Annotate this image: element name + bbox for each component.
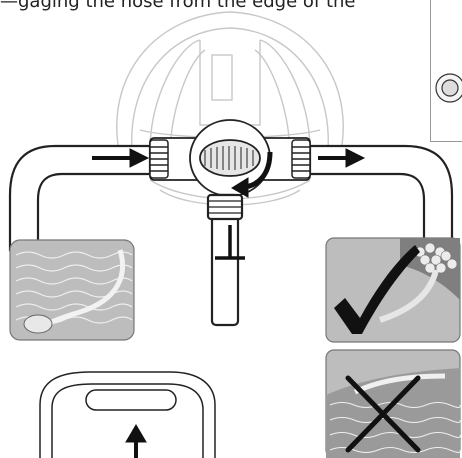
left-hose-pipe <box>8 144 152 252</box>
cleaner-body-ghost <box>116 11 344 206</box>
panel-hose-in-water <box>9 239 135 341</box>
inset-part-icon <box>435 73 462 103</box>
swivel-connector <box>149 119 311 197</box>
checkmark-icon <box>334 245 420 334</box>
handle-with-up-arrow <box>39 371 216 458</box>
panel-correct-checkmark <box>325 237 461 343</box>
left-ribbed-coupling <box>149 139 169 179</box>
x-icon <box>345 375 421 453</box>
top-caption-text: —gaging the hose from the edge of the <box>0 0 356 12</box>
panel-incorrect-x <box>325 349 461 458</box>
right-hose-pipe <box>308 144 454 252</box>
up-arrow-icon <box>125 424 147 458</box>
right-ribbed-coupling <box>291 139 311 179</box>
bottom-hose-pipe <box>206 193 244 327</box>
rotate-arrow-icon <box>231 151 273 198</box>
arrow-into-left-coupling-icon <box>92 148 150 168</box>
inset-detail-frame <box>430 0 462 142</box>
arrow-out-right-coupling-icon <box>318 148 366 168</box>
t-bar-marker <box>215 225 245 260</box>
